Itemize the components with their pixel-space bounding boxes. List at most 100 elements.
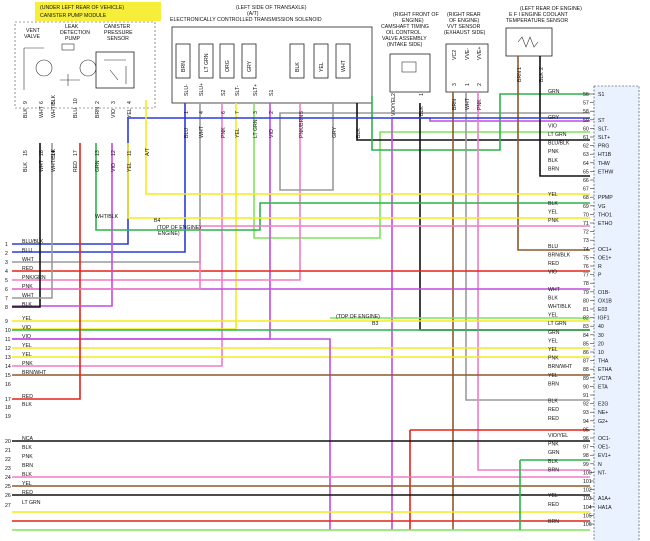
ecm-wire-color-label: RED <box>548 407 559 413</box>
left-wire-label: NCA <box>22 436 33 442</box>
ecm-pin-number: 83 <box>583 324 589 330</box>
solenoid-pin-name: SLT+ <box>253 84 259 96</box>
canister-pin-number: 9 <box>23 101 29 104</box>
canister-pin-color: WHT/BLK <box>51 94 57 118</box>
ecm-pin-number: 69 <box>583 204 589 210</box>
ecm-pin-signal: ST <box>598 118 605 124</box>
solenoid-wire-label: LT GRN <box>204 53 210 72</box>
left-wire-number: 1 <box>5 242 8 248</box>
left-wire-number: 6 <box>5 287 8 293</box>
vvt-pin-name: VC2 <box>452 50 458 60</box>
solenoid-pin-name: S1 <box>269 90 275 96</box>
left-wire-label: BLK <box>22 302 32 308</box>
left-wire-label: YEL <box>22 316 32 322</box>
ecm-pin-number: 56 <box>583 92 589 98</box>
canister-mid-color: VIO <box>111 163 117 172</box>
wire-wht-7 <box>12 143 53 299</box>
left-wire-number: 14 <box>5 364 11 370</box>
canister-location-label: (UNDER LEFT REAR OF VEHICLE) <box>40 5 124 11</box>
coolant-sensor-box <box>505 27 553 57</box>
header-highlight <box>35 2 161 21</box>
ecm-pin-number: 68 <box>583 195 589 201</box>
b4-label: B4 <box>154 218 160 224</box>
left-wire-label: PNK <box>22 361 33 367</box>
left-wire-label: RED <box>22 266 33 272</box>
left-wire-number: 7 <box>5 296 8 302</box>
left-wire-label: BRN <box>22 463 33 469</box>
ecm-wire-color-label: BRN/BLK <box>548 252 571 258</box>
canister-mid-number: 11 <box>127 151 133 156</box>
ecm-pin-signal: NE+ <box>598 410 608 416</box>
left-wire-label: RED <box>22 490 33 496</box>
wire-blk <box>356 103 590 141</box>
ecm-pin-signal: 20 <box>598 341 604 347</box>
ecm-wire-color-label: BLU/BLK <box>548 141 570 147</box>
ecm-pin-signal: PRG <box>598 144 609 150</box>
ecm-pin-number: 90 <box>583 384 589 390</box>
ecm-wire-color-label: BRN <box>548 166 559 172</box>
solenoid-pin-color: BLU <box>184 128 190 138</box>
ecm-pin-number: 94 <box>583 419 589 425</box>
coolant-pin-number: 2 <box>539 67 545 70</box>
ecm-pin-number: 75 <box>583 255 589 261</box>
ecm-pin-signal: P <box>598 273 602 279</box>
solenoid-title-label: ELECTRONICALLY CONTROLLED TRANSMISSION S… <box>170 17 322 23</box>
left-wire-number: 22 <box>5 457 11 463</box>
ecm-wire-color-label: BLK <box>548 399 558 405</box>
wire-s1 <box>12 103 271 340</box>
thermistor-icon <box>517 36 539 48</box>
wire-slu-minus <box>12 103 186 253</box>
ecm-wire-color-label: BRN <box>548 381 559 387</box>
pump-motor-icon <box>79 59 97 77</box>
ecm-pin-number: 93 <box>583 410 589 416</box>
cam-valve-box <box>389 53 431 93</box>
ecm-pin-number: 72 <box>583 230 589 236</box>
solenoid-wire-label: ORG <box>225 60 231 72</box>
solenoid-location-label: (LEFT SIDE OF TRANSAXLE) <box>236 5 307 11</box>
wht-blk-jumper-label: WHT/BLK <box>95 214 119 220</box>
ecm-pin-number: 76 <box>583 264 589 270</box>
ecm-pin-signal: ETHW <box>598 169 613 175</box>
ecm-pin-signal: E2G <box>598 402 608 408</box>
ecm-wire-color-label: RED <box>548 416 559 422</box>
solenoid-pin-name: S2 <box>221 90 227 96</box>
ecm-wire-color-label: YEL <box>548 347 558 353</box>
wire-coolant-brn <box>517 56 590 251</box>
ecm-pin-number: 89 <box>583 376 589 382</box>
left-wire-label: BRN/WHT <box>22 370 47 376</box>
solenoid-wire-label: BRN <box>181 61 187 72</box>
canister-pin-color: VIO <box>111 109 117 118</box>
ecm-pin-signal: PPMP <box>598 195 613 201</box>
canister-pin-color: BLU <box>73 108 79 118</box>
canister-internal-wiring <box>23 47 127 90</box>
ecm-pin-number: 73 <box>583 238 589 244</box>
ecm-pin-signal: OX1B <box>598 298 612 304</box>
solenoid-coil-box <box>289 43 305 79</box>
solenoid-coil-box <box>241 43 257 79</box>
solenoid-pin-number: 5 <box>299 111 305 114</box>
canister-title-label: CANISTER PUMP MODULE <box>40 13 107 19</box>
ecm-pin-signal: THW <box>598 161 610 167</box>
coolant-pin-color: BRN <box>517 71 523 82</box>
ecm-pin-number: 97 <box>583 445 589 451</box>
canister-pin-number: 6 <box>39 101 45 104</box>
ecm-wire-color-label: YEL <box>548 373 558 379</box>
canister-mid-number: 17 <box>73 150 79 156</box>
ecm-pin-number: 88 <box>583 367 589 373</box>
ecm-wire-color-label: PNK <box>548 442 559 448</box>
left-wire-number: 19 <box>5 414 11 420</box>
wire-coolant-blk <box>539 56 590 177</box>
ecm-wire-color-label: VIO/YEL <box>548 433 568 439</box>
ecm-pin-signal: VCTA <box>598 376 612 382</box>
ecm-pin-signal: S1 <box>598 92 604 98</box>
wire-vvt-wht <box>465 92 590 401</box>
ecm-pin-signal: 30 <box>598 333 604 339</box>
ecm-pin-number: 92 <box>583 402 589 408</box>
ecm-pin-signal: N <box>598 462 602 468</box>
canister-pump-module <box>14 21 156 109</box>
wire-gry-st <box>279 103 590 191</box>
left-wire-label: PNK <box>22 284 33 290</box>
